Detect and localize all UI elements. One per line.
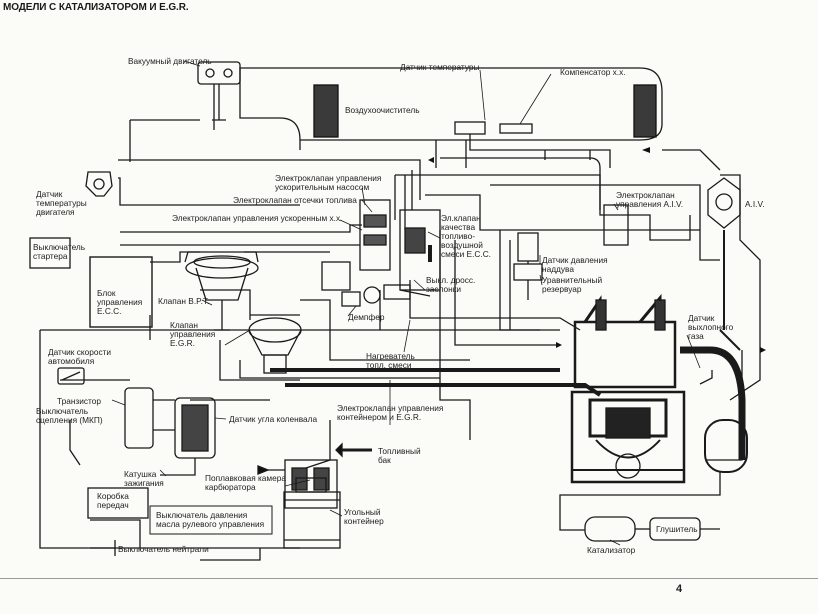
label-ignition-coil: Катушка зажигания [124, 469, 164, 488]
label-air-cleaner: Воздухоочиститель [345, 105, 420, 115]
label-neutral-switch: Выключатель нейтрали [118, 544, 209, 554]
boost-sensor-assembly [513, 232, 543, 300]
exhaust-and-aiv [680, 177, 748, 473]
charcoal-canister [283, 477, 341, 549]
label-surge-tank: Уравнительный резервуар [542, 275, 603, 294]
label-bpt-valve: Клапан B.P.T. [158, 296, 210, 306]
label-power-steering-switch: Выключатель давления масла рулевого упра… [156, 510, 265, 529]
page-title: МОДЕЛИ С КАТАЛИЗАТОРОМ И E.G.R. [3, 2, 189, 13]
label-idle-compensator: Компенсатор х.х. [560, 67, 626, 77]
egr-control-valve [248, 314, 302, 374]
exhaust-line [559, 472, 721, 542]
label-exhaust-sensor: Датчик выхлопного газа [688, 313, 734, 341]
flow-arrows [428, 147, 766, 353]
label-aiv: A.I.V. [745, 199, 765, 209]
label-canister-egr-valve: Электроклапан управления контейнером и E… [337, 403, 444, 422]
label-speed-sensor: Датчик скорости автомобиля [48, 347, 112, 366]
vacuum-motor [129, 61, 241, 162]
bottom-rule [0, 578, 818, 579]
label-mixture-valve: Эл.клапан качества топливо- воздушной см… [441, 213, 491, 259]
damper-box [341, 291, 361, 307]
label-aiv-valve: Электроклапан управления A.I.V. [616, 190, 684, 209]
speed-sensor [57, 367, 85, 385]
label-damper: Демпфер [348, 312, 385, 322]
gearbox-box [87, 487, 273, 556]
label-vacuum-motor: Вакуумный двигатель [128, 56, 212, 66]
label-accel-pump-valve: Электроклапан управления ускорительным н… [275, 173, 382, 192]
idle-compensator [440, 121, 721, 210]
label-transistor: Транзистор [57, 396, 101, 406]
label-clutch-switch: Выключатель сцепления (МКП) [36, 406, 103, 425]
label-mixture-heater: Нагреватель топл. смеси [366, 351, 415, 370]
vacuum-lines [39, 159, 761, 561]
leader-lines [111, 60, 701, 546]
label-gearbox: Коробка передач [97, 491, 129, 510]
engine-temp-sensor [85, 171, 113, 197]
label-starter-switch: Выключатель стартера [33, 242, 86, 261]
page-number: 4 [676, 583, 683, 595]
label-muffler: Глушитель [656, 524, 698, 534]
ecc-unit-box [89, 256, 153, 328]
air-cleaner-housing [239, 67, 663, 168]
engine-block [570, 293, 686, 484]
label-fuel-cut-valve: Электроклапан отсечки топлива [233, 195, 357, 205]
label-fuel-tank: Топливный бак [378, 446, 421, 465]
starter-switch-box [29, 237, 71, 269]
label-engine-temp-sensor: Датчик температуры двигателя [36, 189, 87, 217]
label-float-chamber: Поплавковая камера карбюратора [205, 473, 286, 492]
label-crank-sensor: Датчик угла коленвала [229, 414, 318, 424]
ignition-system [69, 387, 216, 476]
bpt-valve [184, 251, 259, 331]
aiv-valve-box [603, 204, 629, 246]
label-egr-valve: Клапан управления E.G.R. [170, 320, 216, 348]
label-throttle-switch: Выкл. дросс. заслонки [426, 275, 476, 294]
label-charcoal-canister: Угольный контейнер [344, 507, 384, 526]
label-idle-accel-valve: Электроклапан управления ускоренным х.х. [172, 213, 343, 223]
label-boost-sensor: Датчик давления наддува [542, 255, 608, 274]
label-temp-sensor: Датчик температуры [400, 62, 480, 72]
carburetor-cluster [321, 170, 441, 304]
label-catalyst: Катализатор [587, 545, 636, 555]
label-ecc-unit: Блок управления E.C.C. [97, 288, 143, 316]
